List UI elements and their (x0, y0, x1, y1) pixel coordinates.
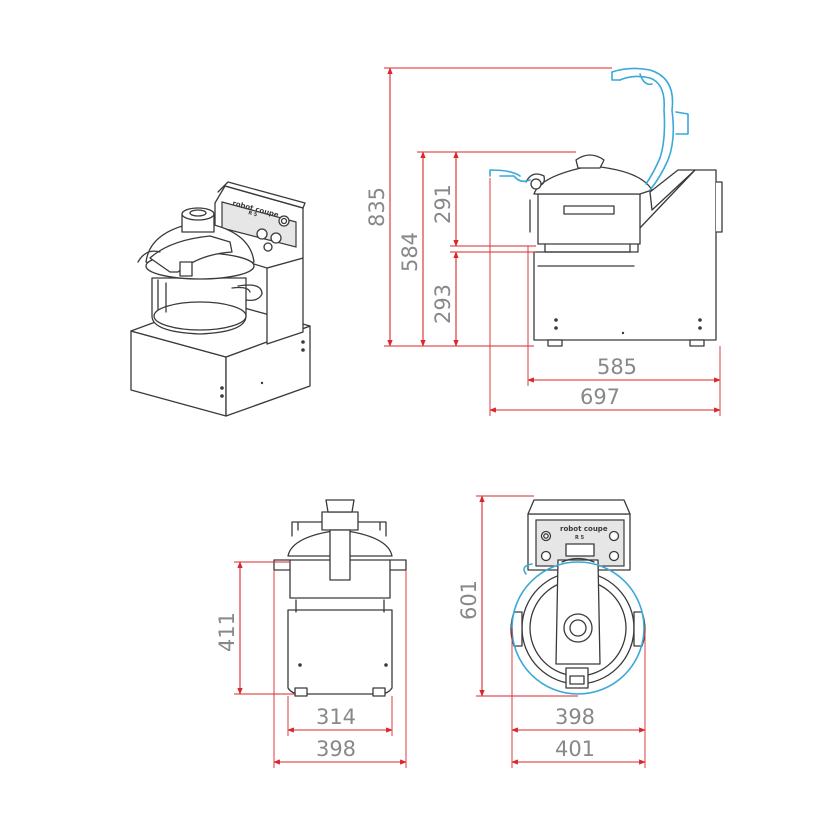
dimension-lines (234, 67, 721, 768)
iso-tower-side (266, 257, 304, 345)
side-open-arm (611, 67, 675, 191)
dimension-label-front-height: 411 (215, 612, 239, 652)
top-brand-model: R 5 (575, 535, 585, 541)
dimension-label-side-base-height: 293 (431, 284, 455, 324)
side-chute (575, 154, 605, 169)
isometric-view: robot coupe R 5 (130, 181, 311, 417)
dimension-label-side-bowl-height: 291 (431, 184, 455, 224)
dimension-label-side-total-height: 835 (365, 187, 389, 227)
side-view (489, 67, 723, 347)
dimension-label-top-body-width: 398 (555, 705, 595, 729)
side-base (533, 169, 717, 341)
dimension-label-side-body-height: 584 (398, 232, 422, 272)
front-base (287, 609, 393, 695)
top-button-icon (608, 550, 620, 562)
side-bowl (537, 193, 641, 245)
iso-brand-model: R 5 (247, 210, 258, 218)
front-view (273, 499, 407, 697)
dimension-label-top-depth: 601 (457, 580, 481, 620)
dimension-labels: 835 584 291 293 585 697 411 314 398 601 398 401 (215, 184, 637, 761)
dimension-label-side-base-depth: 585 (597, 355, 637, 379)
dimension-label-front-total-width: 398 (316, 737, 356, 761)
top-button-icon (608, 530, 620, 542)
top-button-icon (540, 550, 552, 562)
iso-button-icon (263, 242, 273, 252)
top-lid-arm (555, 559, 601, 665)
front-chute (321, 511, 359, 531)
top-brand-logo: robot coupe (560, 525, 608, 533)
iso-bowl-handle (237, 284, 263, 302)
side-lid (533, 165, 653, 195)
dimension-label-front-base-width: 314 (316, 705, 356, 729)
iso-button-icon (270, 232, 282, 244)
dimension-label-side-total-depth: 697 (580, 385, 620, 409)
dimension-label-top-total-width: 401 (555, 737, 595, 761)
top-view: robot coupe R 5 (510, 499, 646, 695)
iso-button-icon (256, 228, 268, 240)
